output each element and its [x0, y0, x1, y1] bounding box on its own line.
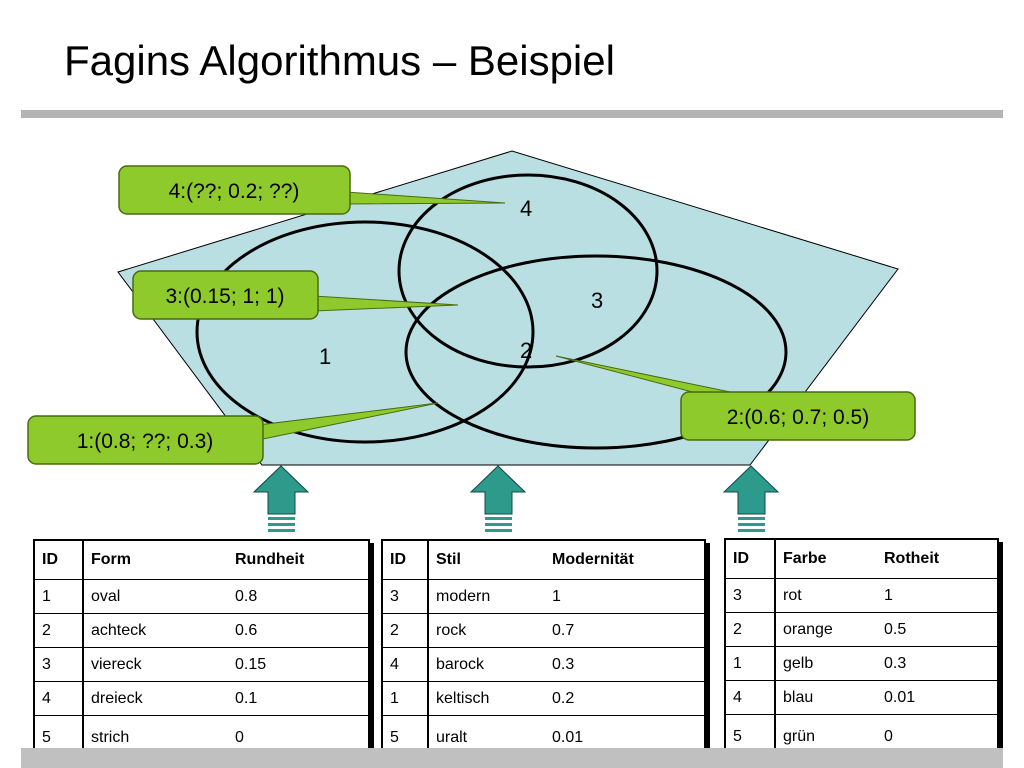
table-cell: 0.1	[228, 681, 369, 716]
table-cell: 0.5	[877, 612, 998, 647]
table-cell: 1	[725, 646, 776, 681]
table-row: 3 modern 1	[382, 579, 705, 614]
table-cell: 4	[725, 680, 776, 715]
table-cell: 0	[884, 728, 893, 745]
table-row: 2 orange 0.5	[725, 612, 998, 647]
table-cell: 3	[34, 647, 84, 682]
arrow-up-icon	[722, 465, 780, 532]
table-cell: rot	[775, 578, 877, 613]
table-cell: modern	[428, 579, 545, 614]
table-cell: 4	[382, 647, 429, 682]
footer-bar	[21, 748, 1003, 768]
table-cell: orange	[775, 612, 877, 647]
column-header: Form	[83, 540, 228, 580]
table-cell: 3	[725, 578, 776, 613]
table-cell: 0.01	[552, 729, 584, 746]
table-cell: strich	[91, 729, 130, 746]
table-cell: 1	[877, 578, 998, 613]
callout-text-2: 2:(0.6; 0.7; 0.5)	[727, 406, 869, 429]
column-header: Farbe	[775, 539, 877, 579]
table-cell: keltisch	[428, 681, 545, 716]
table-row: 4 dreieck 0.1	[34, 681, 369, 716]
table-farbe: ID Farbe Rotheit 3 rot 1 2 orange 0.5 1 …	[724, 538, 999, 761]
table-row: 2 rock 0.7	[382, 613, 705, 648]
table-cell: 0.3	[545, 647, 705, 682]
table-cell: gelb	[775, 646, 877, 681]
table-cell: 0.7	[545, 613, 705, 648]
table-cell: dreieck	[83, 681, 228, 716]
region-label-4: 4	[520, 196, 532, 221]
column-header: ID	[382, 540, 429, 580]
table-cell: 2	[725, 612, 776, 647]
slide-title: Fagins Algorithmus – Beispiel	[64, 37, 615, 84]
table-cell: 4	[34, 681, 84, 716]
column-header: Stil	[428, 540, 545, 580]
column-header: Rotheit	[877, 539, 998, 579]
table-cell: 1	[382, 681, 429, 716]
region-label-3: 3	[591, 288, 603, 313]
table-cell: 0.2	[545, 681, 705, 716]
table-cell: 0.15	[228, 647, 369, 682]
table-cell: uralt	[436, 729, 468, 746]
callout-object-4: 4:(??; 0.2; ??)	[118, 165, 506, 215]
table-cell: 0	[235, 729, 244, 746]
table-cell: 0.3	[877, 646, 998, 681]
table-cell: 2	[34, 613, 84, 648]
table-header-row: ID Stil Modernität	[382, 540, 705, 580]
table-cell: 1	[34, 579, 84, 614]
column-header: Modernität	[545, 540, 705, 580]
table-row: 3 viereck 0.15	[34, 647, 369, 682]
callout-text-4: 4:(??; 0.2; ??)	[169, 180, 300, 203]
table-cell: 3	[382, 579, 429, 614]
table-cell: blau	[775, 680, 877, 715]
set-ellipse-top	[397, 173, 659, 369]
arrow-up-icon	[252, 465, 310, 532]
table-cell: 0.01	[877, 680, 998, 715]
table-row: 2 achteck 0.6	[34, 613, 369, 648]
column-header: ID	[725, 539, 776, 579]
region-label-2: 2	[520, 338, 532, 363]
callout-object-3: 3:(0.15; 1; 1)	[132, 270, 459, 320]
table-form: ID Form Rundheit 1 oval 0.8 2 achteck 0.…	[33, 539, 370, 762]
table-cell: 1	[545, 579, 705, 614]
set-ellipse-left	[195, 220, 535, 444]
callout-object-2: 2:(0.6; 0.7; 0.5)	[555, 355, 916, 441]
table-row: 1 keltisch 0.2	[382, 681, 705, 716]
column-header: Rundheit	[228, 540, 369, 580]
table-cell: rock	[428, 613, 545, 648]
title-divider	[21, 110, 1003, 118]
table-cell: achteck	[83, 613, 228, 648]
arrow-up-icon	[469, 465, 527, 532]
table-cell: oval	[83, 579, 228, 614]
callout-object-1: 1:(0.8; ??; 0.3)	[27, 402, 439, 465]
table-cell: viereck	[83, 647, 228, 682]
table-stil: ID Stil Modernität 3 modern 1 2 rock 0.7…	[381, 539, 706, 762]
callout-text-3: 3:(0.15; 1; 1)	[165, 285, 284, 308]
table-cell: 2	[382, 613, 429, 648]
table-row: 1 oval 0.8	[34, 579, 369, 614]
column-header: ID	[34, 540, 84, 580]
table-cell: grün	[783, 728, 816, 745]
table-row: 4 blau 0.01	[725, 680, 998, 715]
table-cell: 0.6	[228, 613, 369, 648]
table-header-row: ID Form Rundheit	[34, 540, 369, 580]
table-row: 3 rot 1	[725, 578, 998, 613]
set-ellipse-right	[404, 254, 788, 450]
region-label-1: 1	[319, 344, 331, 369]
table-cell: 0.8	[228, 579, 369, 614]
table-header-row: ID Farbe Rotheit	[725, 539, 998, 579]
table-row: 1 gelb 0.3	[725, 646, 998, 681]
table-row: 4 barock 0.3	[382, 647, 705, 682]
callout-text-1: 1:(0.8; ??; 0.3)	[77, 430, 214, 453]
table-cell: barock	[428, 647, 545, 682]
